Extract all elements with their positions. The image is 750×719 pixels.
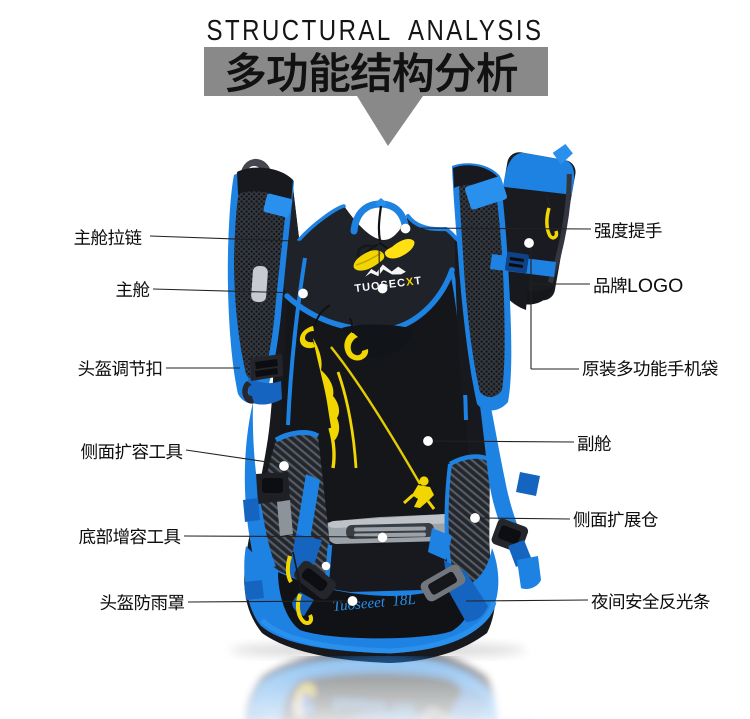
svg-text:LOGO: LOGO xyxy=(627,275,683,297)
